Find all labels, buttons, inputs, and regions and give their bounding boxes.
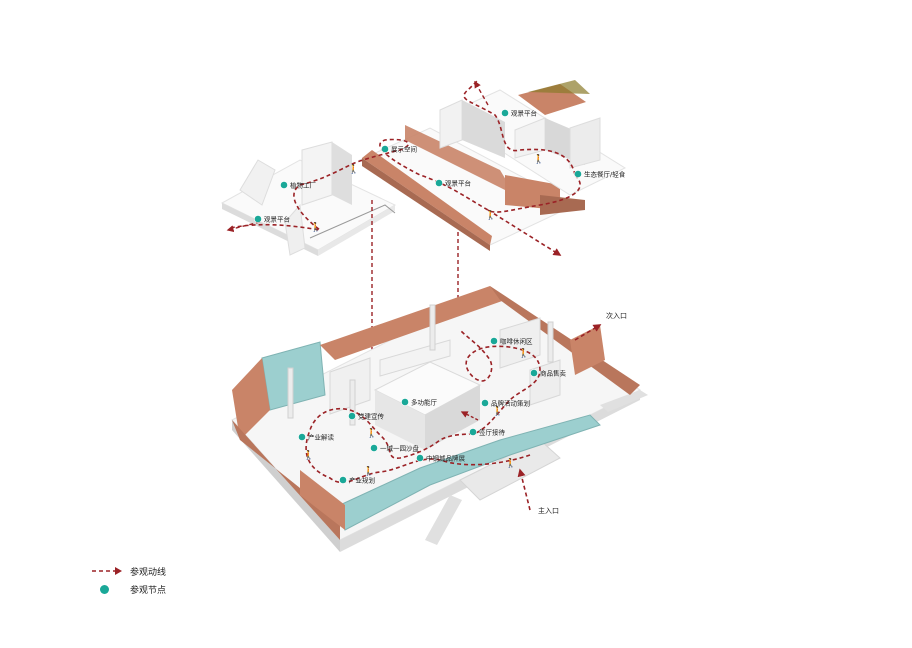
entrance-ramp	[425, 495, 462, 545]
upper-node-dot	[254, 215, 262, 223]
interior-wall	[375, 390, 425, 450]
upper-railing	[309, 204, 396, 239]
legend-route-label: 参观动线	[130, 567, 167, 578]
upper-wall	[439, 99, 463, 149]
upper-node-dot	[280, 181, 288, 189]
lower-node-dot	[339, 476, 347, 484]
upper-node-dot	[381, 145, 389, 153]
column	[287, 367, 294, 419]
walking-person-icon: 🚶	[492, 405, 503, 417]
dashed-arrow-icon	[92, 567, 126, 575]
upper-node-dot	[435, 179, 443, 187]
upper-route-exit	[474, 80, 489, 106]
lower-node-dot	[481, 399, 489, 407]
lower-node-label: 一城一园沙盘	[380, 443, 420, 452]
secondary-entrance-arrow	[574, 324, 602, 341]
walking-person-icon: 🚶	[505, 457, 516, 469]
upper-wall	[332, 142, 352, 205]
upper-node-label: 观景平台	[445, 178, 471, 187]
legend: 参观动线 参观节点	[92, 562, 166, 598]
visitor-figures: 🚶 🚶 🚶 🚶 🚶 🚶 🚶 🚶 🚶 🚶	[303, 153, 544, 477]
upper-wall	[301, 141, 333, 206]
lower-node-dot	[530, 369, 538, 377]
walking-person-icon: 🚶	[485, 209, 496, 221]
walking-person-icon: 🚶	[303, 449, 314, 461]
upper-brick-wall	[362, 150, 492, 245]
upper-node-layer: 观景平台展示空间植物工厂观景平台观景平台生态餐厅/轻食	[254, 108, 626, 223]
lower-node-label: 产业规划	[349, 475, 375, 484]
lower-node-label: 签厅接待	[479, 427, 506, 436]
upper-route-line	[229, 79, 581, 231]
interior-wall	[529, 359, 561, 406]
upper-node-label: 植物工厂	[290, 180, 317, 189]
lower-node-label: 咖啡休闲区	[500, 336, 533, 345]
upper-stair-top	[528, 80, 590, 94]
lower-node-label: 中钢城品牌展	[426, 453, 466, 462]
column	[429, 304, 436, 351]
upper-brick-wall	[405, 125, 515, 195]
walking-person-icon: 🚶	[533, 153, 544, 165]
lower-route-arrow	[460, 411, 479, 421]
main-entrance-label: 主入口	[538, 506, 559, 515]
upper-route-exit	[487, 209, 562, 256]
lower-node-label: 党建宣传	[358, 411, 385, 420]
upper-node-dot	[574, 170, 582, 178]
lower-node-label: 多功能厅	[411, 397, 438, 406]
walking-person-icon: 🚶	[310, 221, 321, 233]
node-dot-icon	[100, 584, 109, 594]
upper-wall	[284, 203, 306, 256]
lower-node-dot	[348, 412, 356, 420]
secondary-entrance-label: 次入口	[606, 311, 627, 320]
lower-route-line	[305, 329, 541, 484]
upper-floor-model	[220, 80, 627, 256]
upper-wall	[569, 117, 601, 169]
column	[349, 379, 356, 426]
brick-facade	[232, 420, 340, 540]
brick-facade	[232, 358, 270, 440]
glass-facade	[339, 414, 601, 531]
lower-node-dot	[401, 398, 409, 406]
brick-facade	[570, 325, 605, 375]
legend-node-row: 参观节点	[92, 580, 166, 598]
walking-person-icon: 🚶	[348, 163, 359, 175]
brick-facade	[490, 286, 640, 395]
upper-node-label: 观景平台	[511, 108, 537, 117]
column	[547, 321, 554, 363]
lower-node-dot	[469, 428, 477, 436]
lower-node-dot	[298, 433, 306, 441]
lower-floor-model	[231, 286, 648, 552]
upper-route-exit	[226, 221, 261, 233]
upper-node-dot	[501, 109, 509, 117]
upper-node-label: 生态餐厅/轻食	[584, 169, 626, 178]
legend-node-label: 参观节点	[130, 585, 167, 596]
walking-person-icon: 🚶	[363, 465, 374, 477]
upper-brick-wall-side	[362, 158, 490, 251]
walking-person-icon: 🚶	[518, 347, 529, 359]
upper-wall	[462, 100, 505, 158]
walking-person-icon: 🚶	[366, 427, 377, 439]
interior-wall	[425, 385, 480, 450]
upper-node-label: 展示空间	[391, 144, 417, 153]
lower-node-dot	[416, 454, 424, 462]
upper-node-label: 观景平台	[264, 214, 290, 223]
interior-wall	[499, 317, 541, 369]
upper-brick-wall-side	[540, 195, 585, 215]
entrance-ramp	[600, 390, 648, 412]
lower-node-dot	[490, 337, 498, 345]
lower-node-dot	[370, 444, 378, 452]
upper-left-slab-edge	[318, 205, 395, 256]
lower-node-label: 品牌活动策划	[491, 398, 530, 407]
lower-node-label: 产业解读	[308, 432, 335, 441]
lower-node-label: 商品售卖	[540, 368, 567, 377]
upper-wall	[239, 159, 276, 206]
brick-facade	[300, 470, 345, 530]
legend-route-row: 参观动线	[92, 562, 166, 580]
brick-facade	[320, 286, 505, 360]
